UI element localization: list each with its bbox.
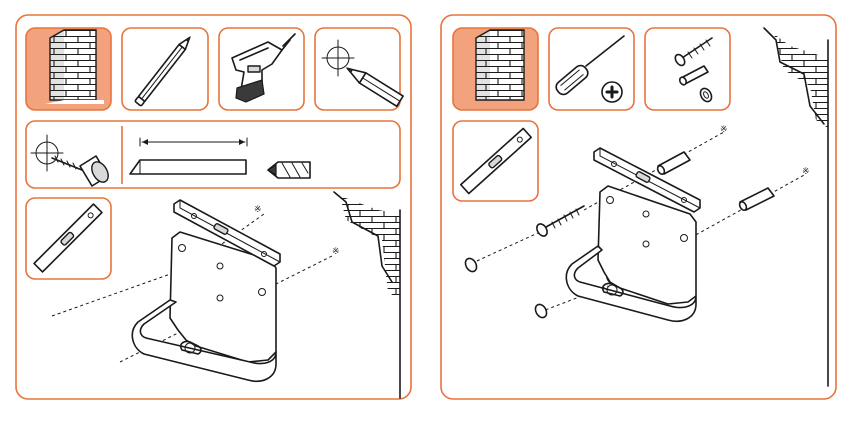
brick-wall-icon (453, 28, 538, 110)
left-panel: ※ ※ (16, 15, 411, 399)
guide-mark-upper: ※ (254, 204, 262, 214)
pencil-icon (122, 28, 208, 110)
power-drill-icon (219, 28, 304, 110)
guide-mark-upper: ※ (720, 124, 728, 134)
drill-bit-icon (268, 162, 310, 178)
phillips-screwdriver-icon (549, 28, 634, 110)
pencil-mark-crosshair-icon (315, 28, 403, 110)
guide-mark-lower: ※ (332, 246, 340, 256)
spirit-level-icon (26, 198, 111, 279)
screws-anchors-washer-icon (645, 28, 730, 110)
right-panel: ※ ※ (441, 15, 836, 399)
brick-wall-icon (26, 28, 111, 110)
guide-mark-lower: ※ (802, 166, 810, 176)
spirit-level-icon (453, 121, 538, 201)
